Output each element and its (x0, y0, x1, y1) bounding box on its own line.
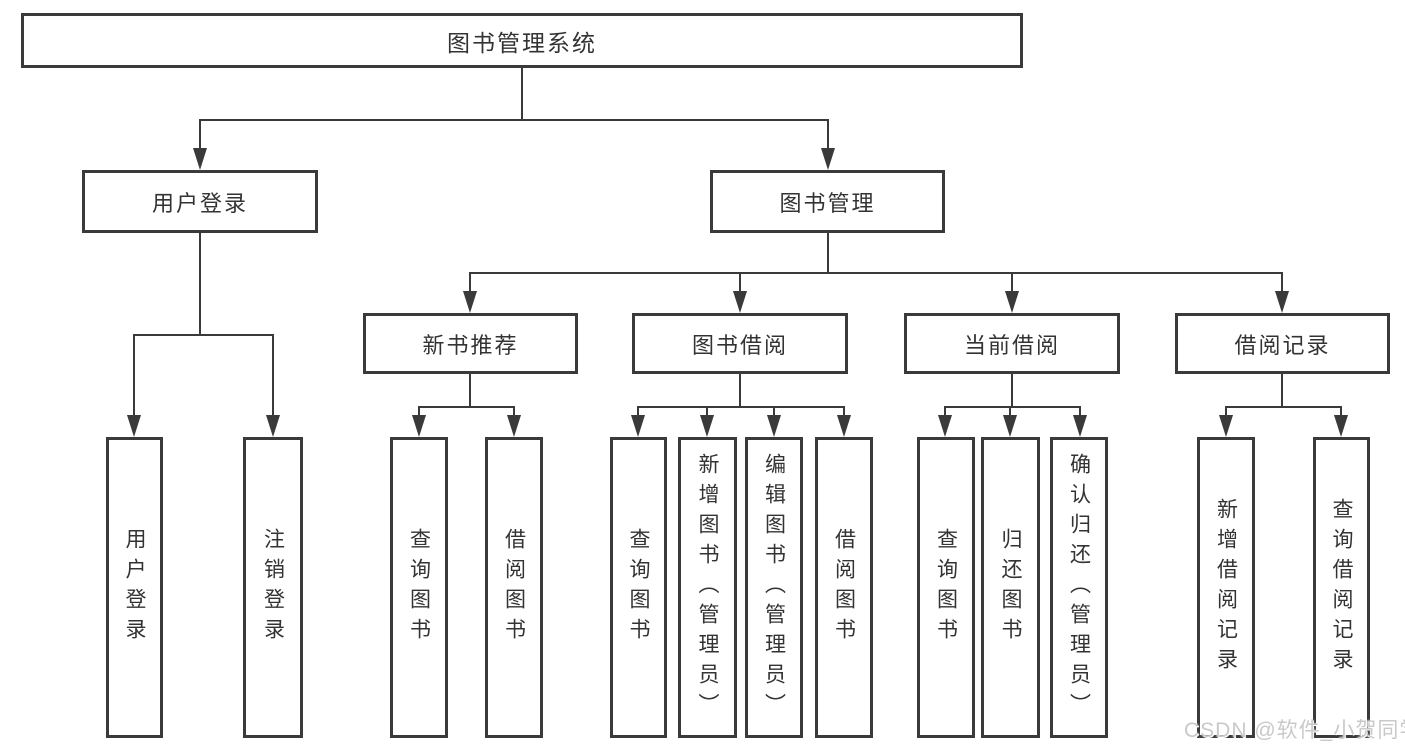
node-label: 查询图书 (407, 527, 431, 648)
leaf-borrowing-borrow: 借阅图书 (815, 437, 873, 738)
node-label: 查询图书 (934, 527, 958, 648)
leaf-borrowing-query: 查询图书 (610, 437, 667, 738)
connector-arrowhead (463, 291, 477, 313)
connector-arrowhead (193, 148, 207, 170)
connector-arrowhead (1275, 291, 1289, 313)
node-book-borrowing: 图书借阅 (632, 313, 848, 374)
connector-vline (469, 373, 471, 408)
connector-vline (1225, 406, 1227, 418)
connector-hline (469, 272, 1283, 274)
connector-arrowhead (412, 415, 426, 437)
node-label: 用户登录 (123, 527, 146, 648)
node-book-management: 图书管理 (710, 170, 945, 233)
connector-hline (199, 119, 829, 121)
leaf-current-confirm-admin: 确认归还（管理员） (1050, 437, 1108, 738)
leaf-new-books-query: 查询图书 (390, 437, 448, 738)
connector-arrowhead (767, 415, 781, 437)
node-label: 当前借阅 (963, 332, 1060, 358)
node-new-book-recommend: 新书推荐 (363, 313, 578, 374)
node-label: 借阅记录 (1234, 332, 1331, 358)
connector-vline (843, 406, 845, 418)
leaf-logout: 注销登录 (243, 437, 303, 738)
connector-vline (706, 406, 708, 418)
connector-arrowhead (631, 415, 645, 437)
connector-vline (1281, 272, 1283, 297)
connector-vline (1079, 406, 1081, 418)
node-label: 查询借阅记录 (1330, 497, 1353, 678)
connector-arrowhead (837, 415, 851, 437)
connector-vline (1011, 373, 1013, 408)
node-label: 借阅图书 (502, 527, 526, 648)
connector-vline (1011, 272, 1013, 297)
connector-arrowhead (1219, 415, 1233, 437)
connector-vline (1009, 406, 1011, 418)
node-book-management-system: 图书管理系统 (21, 13, 1023, 68)
leaf-borrowing-edit-admin: 编辑图书（管理员） (745, 437, 803, 738)
node-label: 查询图书 (627, 527, 650, 648)
connector-vline (418, 406, 420, 418)
node-current-borrowing: 当前借阅 (904, 313, 1120, 374)
connector-vline (272, 334, 274, 419)
connector-vline (1281, 373, 1283, 408)
connector-arrowhead (1003, 415, 1017, 437)
connector-hline (418, 406, 515, 408)
connector-vline (199, 119, 201, 151)
leaf-records-add: 新增借阅记录 (1197, 437, 1255, 738)
connector-vline (739, 373, 741, 408)
node-label: 归还图书 (999, 527, 1022, 648)
node-label: 注销登录 (261, 527, 285, 648)
node-label: 新书推荐 (422, 332, 519, 358)
leaf-new-books-borrow: 借阅图书 (485, 437, 543, 738)
node-label: 图书借阅 (691, 332, 788, 358)
leaf-records-query: 查询借阅记录 (1313, 437, 1370, 738)
leaf-borrowing-add-admin: 新增图书（管理员） (678, 437, 737, 738)
node-label: 确认归还（管理员） (1067, 452, 1091, 723)
node-label: 用户登录 (151, 190, 248, 216)
leaf-current-return: 归还图书 (981, 437, 1040, 738)
connector-arrowhead (1005, 291, 1019, 313)
connector-hline (944, 406, 1081, 408)
connector-vline (827, 119, 829, 151)
connector-arrowhead (507, 415, 521, 437)
connector-vline (199, 233, 201, 336)
node-label: 借阅图书 (832, 527, 856, 648)
node-label: 编辑图书（管理员） (762, 452, 786, 723)
leaf-user-login: 用户登录 (106, 437, 163, 738)
connector-arrowhead (1073, 415, 1087, 437)
connector-vline (637, 406, 639, 418)
connector-hline (1225, 406, 1342, 408)
connector-vline (469, 272, 471, 297)
connector-vline (739, 272, 741, 297)
connector-arrowhead (700, 415, 714, 437)
leaf-current-query: 查询图书 (917, 437, 975, 738)
connector-vline (773, 406, 775, 418)
connector-hline (637, 406, 845, 408)
connector-hline (133, 334, 274, 336)
node-user-login: 用户登录 (82, 170, 318, 233)
node-borrowing-records: 借阅记录 (1175, 313, 1390, 374)
connector-vline (521, 68, 523, 121)
connector-arrowhead (938, 415, 952, 437)
connector-vline (944, 406, 946, 418)
connector-arrowhead (127, 415, 141, 437)
csdn-watermark: CSDN @软件_小贺同学 (1184, 719, 1405, 742)
connector-arrowhead (1334, 415, 1348, 437)
connector-arrowhead (733, 291, 747, 313)
connector-vline (513, 406, 515, 418)
connector-vline (133, 334, 135, 419)
connector-arrowhead (821, 148, 835, 170)
node-label: 图书管理系统 (447, 29, 597, 56)
node-label: 新增图书（管理员） (696, 452, 719, 723)
connector-vline (827, 233, 829, 274)
node-label: 图书管理 (779, 190, 876, 216)
connector-arrowhead (266, 415, 280, 437)
connector-vline (1340, 406, 1342, 418)
node-label: 新增借阅记录 (1214, 497, 1238, 678)
